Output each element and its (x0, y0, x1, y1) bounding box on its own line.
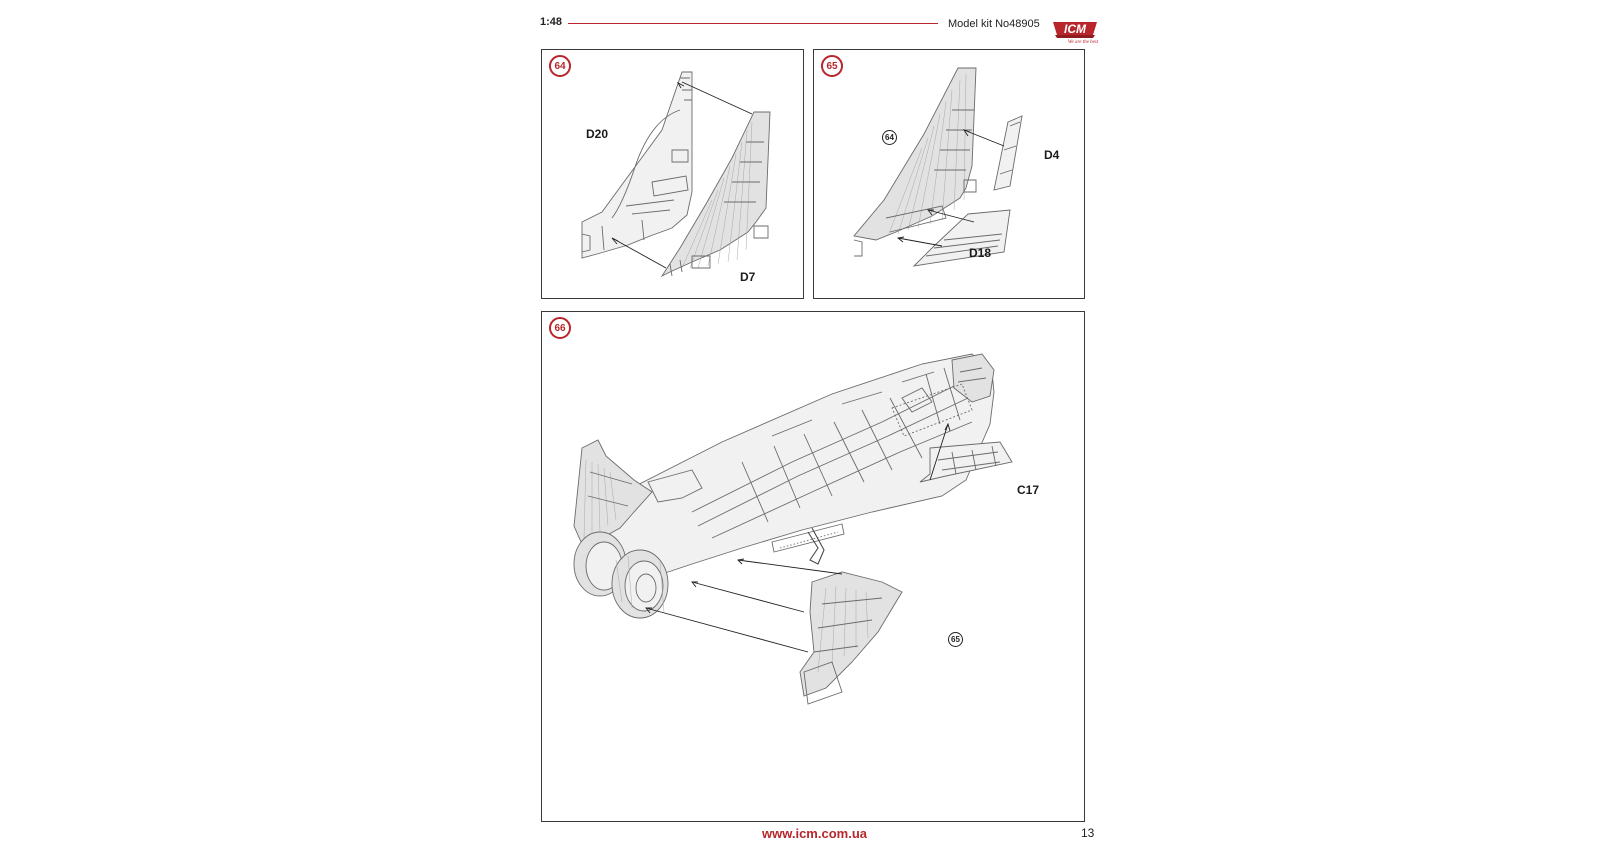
header-rule (568, 23, 938, 24)
svg-text:We are the best: We are the best (1068, 40, 1099, 44)
step-badge: 66 (549, 317, 571, 339)
step-66-panel: 66 C17 65 (541, 311, 1085, 822)
page-number: 13 (1081, 826, 1095, 840)
step-65-illustration (853, 67, 1023, 267)
part-label-d7: D7 (740, 270, 756, 284)
part-label-c17: C17 (1017, 483, 1040, 497)
scale-label: 1:48 (540, 16, 563, 28)
svg-text:ICM: ICM (1064, 22, 1087, 36)
kit-number-label: Model kit No48905 (948, 18, 1040, 30)
step-reference-badge: 65 (948, 632, 963, 647)
icm-logo: ICM We are the best (1049, 18, 1101, 45)
step-reference-badge: 64 (882, 130, 897, 145)
step-64-panel: 64 D20 D7 (541, 49, 804, 299)
step-65-panel: 65 64 D4 D18 (813, 49, 1085, 299)
footer-website-link[interactable]: www.icm.com.ua (762, 826, 867, 841)
part-label-d4: D4 (1044, 148, 1060, 162)
step-badge: 64 (549, 55, 571, 77)
part-label-d18: D18 (969, 246, 992, 260)
step-badge: 65 (821, 55, 843, 77)
step-66-illustration (573, 353, 1013, 705)
step-64-illustration (581, 71, 771, 278)
part-label-d20: D20 (586, 127, 609, 141)
